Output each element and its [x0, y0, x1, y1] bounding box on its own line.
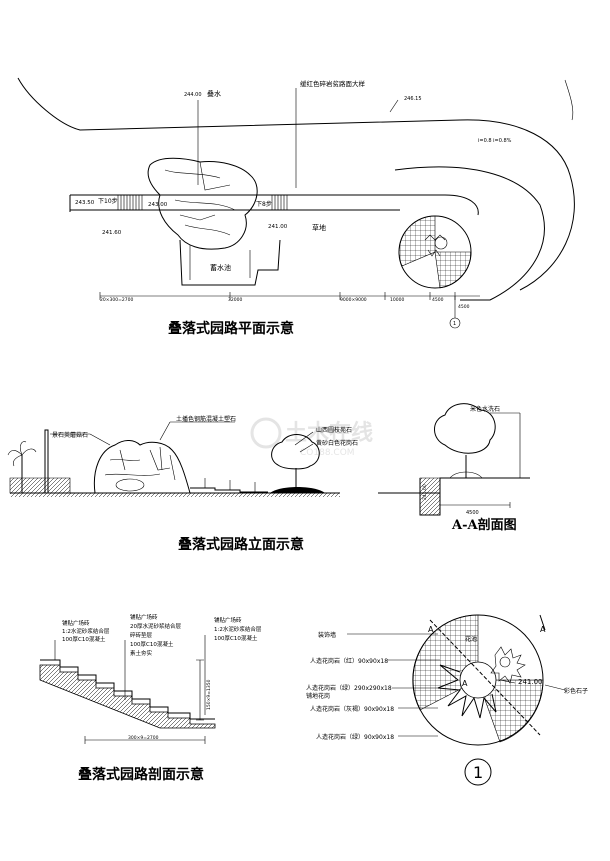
detail-r3: 人造花岗岩（灰褐）90x90x18 — [310, 705, 394, 713]
detail-plant: 花池 — [465, 635, 477, 643]
detail-sec-a: A — [540, 625, 546, 634]
dim-2: 32000 — [228, 297, 242, 303]
aa-label-top: 米色水洗石 — [470, 405, 500, 413]
section-aa-view: 米色水洗石 4500 241.00 A-A剖面图 — [378, 403, 530, 533]
dim-4: 10000 — [390, 297, 404, 303]
watermark-sub: CO188.COM — [300, 448, 355, 458]
level-top-left: 244.00 — [184, 92, 202, 98]
label-cascade: 叠水 — [207, 89, 221, 98]
dim-1: 20×300=2700 — [100, 297, 133, 303]
title-section: 叠落式园路剖面示意 — [78, 766, 204, 783]
sec-dim-side: 150×9=1350 — [206, 679, 212, 710]
detail-r4: 人造花岗岩（绿）90x90x18 — [316, 733, 394, 741]
label-rock-top: 土播色钢筋混凝土塑石 — [176, 415, 236, 423]
palm-tree-icon — [7, 441, 37, 493]
sec-c2: 1:2水泥砂浆结合层 — [214, 625, 262, 633]
label-step-down: 下10步 — [98, 197, 118, 205]
sec-a2: 1:2水泥砂浆结合层 — [62, 627, 110, 635]
label-slope: i=0.8 i=0.8% — [478, 138, 512, 144]
plan-round-plaza — [398, 215, 472, 289]
level-3: 241.60 — [102, 230, 122, 236]
watermark: 土木在线 CO188.COM — [250, 417, 373, 458]
label-lawn: 草地 — [312, 223, 326, 232]
sec-c1: 铺贴广场砖 — [214, 616, 242, 624]
level-top-right: 246.15 — [404, 96, 422, 102]
aa-level: 241.00 — [422, 484, 428, 500]
sec-c3: 100厚C10混凝土 — [214, 634, 258, 642]
level-1: 243.50 — [75, 200, 95, 206]
aa-tree-icon — [434, 403, 496, 479]
sec-b5: 素土夯实 — [130, 649, 153, 657]
detail-decor: 装饰墙 — [318, 631, 336, 639]
sec-dim-bottom: 300×9=2700 — [128, 735, 159, 741]
detail-number: 1 — [473, 763, 483, 782]
plan-pool — [179, 239, 281, 286]
sec-b2: 20厚水泥砂浆结合层 — [130, 622, 181, 630]
dim-5: 4500 — [432, 297, 444, 303]
sun-pattern-icon — [437, 661, 497, 719]
label-rock-left: 景石英蘑菇石 — [52, 431, 88, 439]
plan-rockery — [147, 157, 258, 250]
aa-dim: 4500 — [466, 510, 479, 516]
title-section-aa: A-A剖面图 — [451, 517, 517, 533]
round-detail-view: 装饰墙 花池 人造花岗岩（红）90x90x18 人造花岗岩（绿）290x290x… — [306, 614, 588, 786]
plan-view: 叠水 缓红色碎岩贫路面大样 244.00 246.15 i=0.8 i=0.8%… — [17, 77, 575, 337]
elevation-rockery — [93, 440, 191, 494]
title-plan: 叠落式园路平面示意 — [168, 320, 294, 337]
dim-6: 4500 — [458, 304, 470, 310]
detail-r2: 人造花岗岩（绿）290x290x18 — [306, 684, 392, 692]
dim-3: 9000×9000 — [340, 297, 367, 303]
detail-sec-a3: A — [428, 625, 434, 634]
detail-sec-a2: A — [462, 679, 468, 688]
detail-number-circle — [464, 758, 492, 786]
level-2: 243.00 — [148, 202, 168, 208]
title-elevation: 叠落式园路立面示意 — [178, 536, 304, 553]
plan-ref-number: 1 — [453, 321, 456, 327]
sec-b1: 铺贴广场砖 — [130, 613, 158, 621]
level-4: 241.00 — [268, 224, 288, 230]
label-paving-note: 缓红色碎岩贫路面大样 — [300, 79, 366, 88]
detail-level: 241.00 — [518, 678, 543, 686]
sec-b3: 碎砖垫层 — [130, 631, 153, 639]
sec-b4: 100厚C10混凝土 — [130, 640, 174, 648]
sec-a3: 100厚C10混凝土 — [62, 635, 106, 643]
plan-steps-left — [117, 195, 288, 210]
detail-pebble: 彩色石子 — [564, 687, 588, 695]
label-pool: 蓄水池 — [210, 263, 231, 272]
plant-icon — [490, 646, 526, 684]
label-tree1: 山西圆枝苑石 — [316, 426, 352, 434]
label-tree2: 黄砂白色花岗石 — [316, 439, 358, 447]
detail-r2b: 铺地花岗 — [306, 692, 330, 700]
plan-ref-circle — [449, 317, 461, 329]
elevation-tree-icon — [270, 434, 325, 493]
step-section-view: 铺贴广场砖 1:2水泥砂浆结合层 100厚C10混凝土 铺贴广场砖 20厚水泥砂… — [39, 613, 262, 783]
detail-r1: 人造花岗岩（红）90x90x18 — [310, 657, 388, 665]
sec-a1: 铺贴广场砖 — [62, 619, 90, 627]
label-step-down2: 下8步 — [256, 200, 272, 208]
elevation-view: 景石英蘑菇石 土播色钢筋混凝土塑石 山西圆枝苑石 黄砂白色花岗石 叠落式园路立面… — [7, 415, 358, 553]
